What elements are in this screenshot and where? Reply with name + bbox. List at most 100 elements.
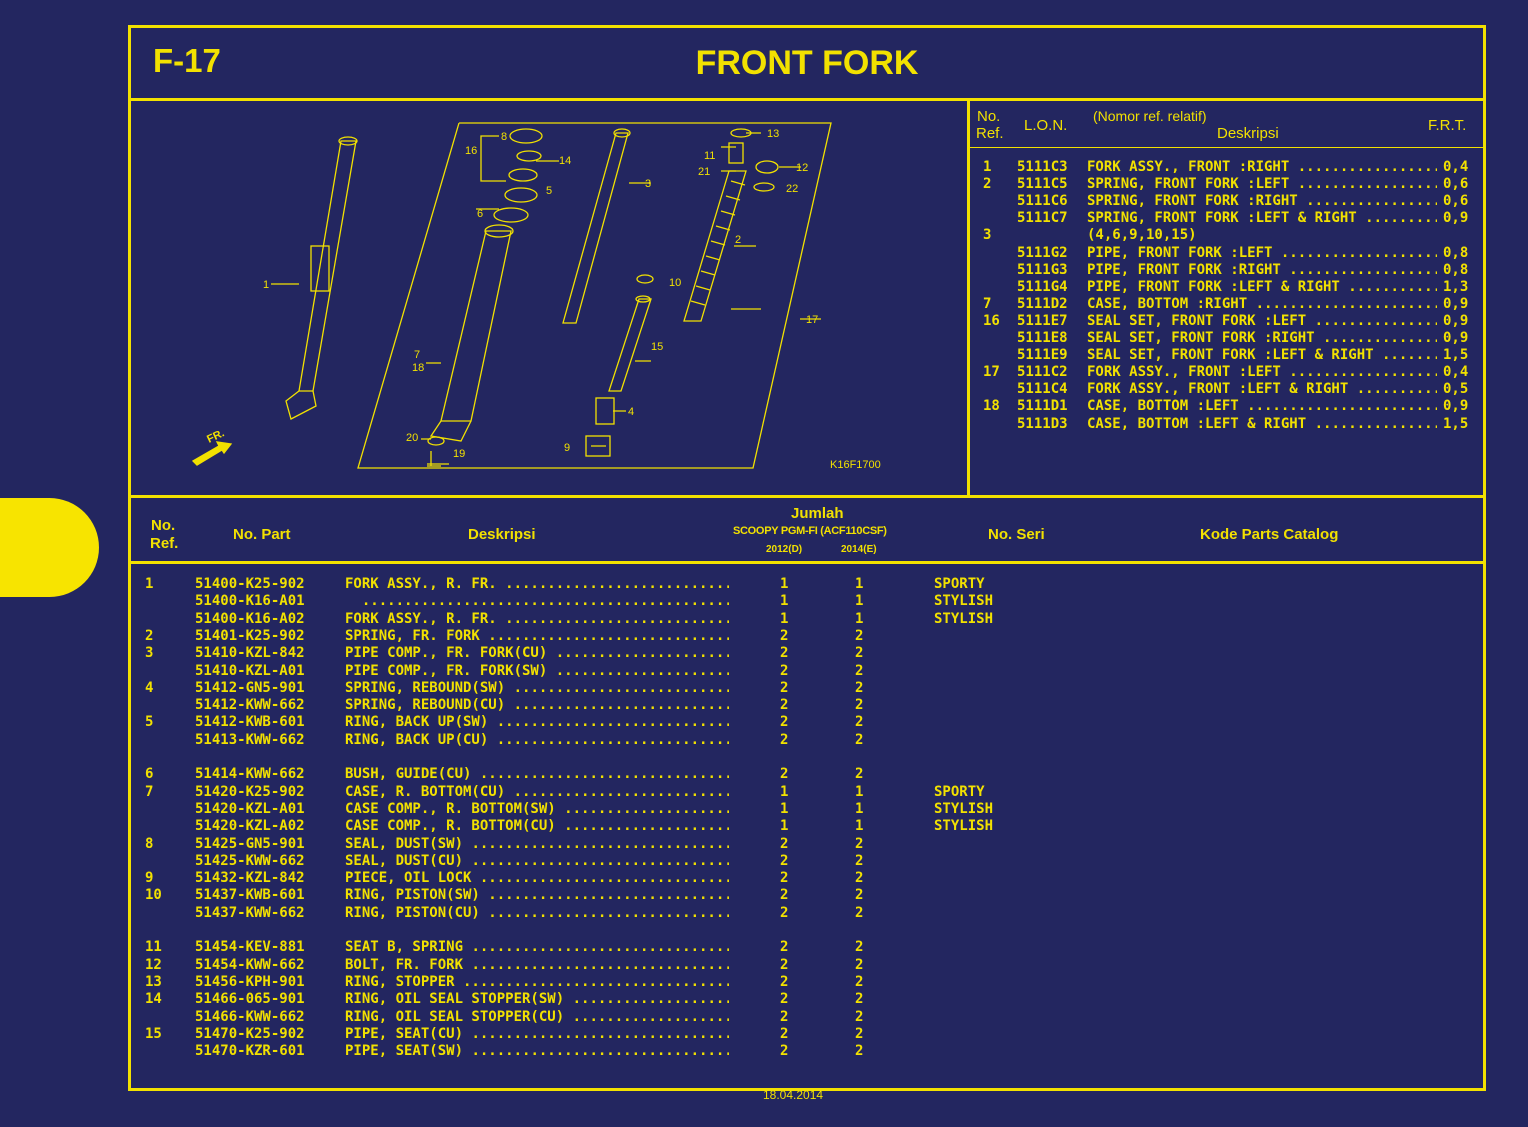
part-description: ........................................… — [361, 593, 729, 610]
lon-code: 5111E9 — [1017, 347, 1068, 364]
lon-description-text: CASE, BOTTOM :LEFT — [1087, 398, 1239, 415]
part-description-text: RING, BACK UP(SW) — [345, 714, 489, 731]
callout-12: 12 — [796, 162, 808, 174]
part-description-text: SEAL, DUST(SW) — [345, 835, 464, 852]
lon-code: 5111E7 — [1017, 312, 1068, 329]
part-description: RING, BACK UP(CU) ......................… — [345, 731, 729, 748]
qty-2014: 2 — [855, 731, 864, 748]
lon-description: SPRING, FRONT FORK :RIGHT ..............… — [1087, 193, 1437, 210]
callout-1: 1 — [263, 279, 269, 291]
qty-2012: 2 — [780, 1025, 789, 1042]
lon-header-deskripsi: Deskripsi — [1217, 125, 1279, 142]
part-description-text: SPRING, REBOUND(SW) — [345, 679, 506, 696]
part-number: 51470-K25-902 — [195, 1025, 305, 1042]
lon-ref: 17 — [983, 364, 1000, 381]
rebound-spring — [595, 397, 615, 425]
part-number: 51400-K16-A01 — [195, 593, 305, 610]
lon-header-nomor: (Nomor ref. relatif) — [1093, 108, 1207, 124]
part-number: 51466-KWW-662 — [195, 1008, 305, 1025]
lon-code: 5111E8 — [1017, 330, 1068, 346]
qty-2012: 2 — [780, 627, 789, 644]
lon-ref: 2 — [983, 176, 992, 193]
header-divider — [131, 98, 1483, 101]
lon-description-text: SEAL SET, FRONT FORK :LEFT — [1087, 312, 1307, 329]
callout-14: 14 — [559, 155, 571, 167]
serial-variant: SPORTY — [934, 576, 985, 592]
parts-ref: 9 — [145, 870, 154, 887]
parts-ref: 6 — [145, 766, 154, 783]
qty-2014: 2 — [855, 991, 864, 1008]
part-description: PIPE, SEAT(CU) .........................… — [345, 1025, 729, 1042]
part-number: 51401-K25-902 — [195, 627, 305, 644]
parts-header-no-seri: No. Seri — [988, 526, 1045, 543]
page-title: FRONT FORK — [131, 44, 1483, 83]
qty-2012: 2 — [780, 956, 789, 973]
part-description: SPRING, FR. FORK .......................… — [345, 627, 729, 644]
lon-frt: 0,8 — [1443, 261, 1469, 278]
qty-2012: 1 — [780, 818, 789, 835]
part-description: PIPE, SEAT(SW) .........................… — [345, 1043, 729, 1060]
qty-2014: 2 — [855, 870, 864, 887]
part-description: SEAL, DUST(SW) .........................… — [345, 835, 729, 852]
part-description: FORK ASSY., R. FR. .....................… — [345, 610, 729, 627]
part-description-text: CASE COMP., R. BOTTOM(CU) — [345, 818, 556, 835]
parts-ref: 4 — [145, 679, 154, 696]
part-description: RING, PISTON(CU) .......................… — [345, 904, 729, 921]
lon-ref: 18 — [983, 398, 1000, 415]
qty-2014: 2 — [855, 662, 864, 679]
parts-header-no-part: No. Part — [233, 526, 291, 543]
lon-frt: 0,5 — [1443, 381, 1469, 398]
lon-description: PIPE, FRONT FORK :LEFT .................… — [1087, 244, 1437, 261]
qty-2014: 2 — [855, 852, 864, 869]
qty-2014: 2 — [855, 1008, 864, 1025]
part-description: RING, BACK UP(SW) ......................… — [345, 714, 729, 731]
callout-19: 19 — [453, 448, 465, 460]
lon-description-text: CASE, BOTTOM :RIGHT — [1087, 295, 1248, 312]
qty-2012: 2 — [780, 731, 789, 748]
part-number: 51466-065-901 — [195, 991, 305, 1008]
qty-2012: 1 — [780, 610, 789, 627]
lon-frt: 0,6 — [1443, 193, 1469, 210]
part-description-text: FORK ASSY., R. FR. — [345, 576, 497, 592]
part-description-text: BUSH, GUIDE(CU) — [345, 766, 472, 783]
page-code: F-17 — [153, 42, 221, 79]
part-number: 51410-KZL-842 — [195, 645, 305, 662]
fork-clamp — [310, 245, 330, 292]
fr-direction-arrow — [191, 441, 233, 466]
part-description-text: SPRING, FR. FORK — [345, 627, 480, 644]
lon-description: CASE, BOTTOM :RIGHT ....................… — [1087, 295, 1437, 312]
qty-2014: 1 — [855, 576, 864, 592]
serial-variant: STYLISH — [934, 593, 994, 610]
callout-11: 11 — [704, 150, 715, 162]
lon-frt: 1,5 — [1443, 347, 1469, 364]
part-description-text: PIPE, SEAT(SW) — [345, 1043, 464, 1060]
part-number: 51400-K16-A02 — [195, 610, 305, 627]
lon-frt: 0,9 — [1443, 295, 1469, 312]
qty-2012: 2 — [780, 697, 789, 714]
parts-header-kode: Kode Parts Catalog — [1200, 526, 1339, 543]
parts-ref: 3 — [145, 645, 154, 662]
lon-frt: 1,5 — [1443, 415, 1469, 432]
qty-2012: 2 — [780, 1008, 789, 1025]
parts-ref: 11 — [145, 939, 162, 956]
side-tab-marker — [0, 498, 99, 597]
lon-description: SPRING, FRONT FORK :LEFT & RIGHT .......… — [1087, 210, 1437, 227]
part-number: 51425-KWW-662 — [195, 852, 305, 869]
lon-description: FORK ASSY., FRONT :LEFT ................… — [1087, 364, 1437, 381]
qty-2012: 2 — [780, 939, 789, 956]
lon-header-no: No. — [977, 108, 1001, 125]
qty-2014: 1 — [855, 593, 864, 610]
lon-code: 5111G3 — [1017, 261, 1068, 278]
lon-description: FORK ASSY., FRONT :RIGHT ...............… — [1087, 159, 1437, 175]
part-description-text: RING, OIL SEAL STOPPER(CU) — [345, 1008, 565, 1025]
part-description: SPRING, REBOUND(SW) ....................… — [345, 679, 729, 696]
parts-header-col1: 2012(D) — [766, 544, 803, 555]
exploded-parts-diagram: 1 2 3 4 5 6 7 8 9 10 11 12 13 14 15 16 1… — [191, 122, 881, 471]
qty-2014: 2 — [855, 627, 864, 644]
qty-2014: 2 — [855, 887, 864, 904]
serial-variant: STYLISH — [934, 818, 994, 835]
part-description-text: RING, BACK UP(CU) — [345, 731, 489, 748]
qty-2012: 2 — [780, 887, 789, 904]
lon-frt: 0,4 — [1443, 364, 1469, 381]
callout-21: 21 — [698, 166, 710, 178]
